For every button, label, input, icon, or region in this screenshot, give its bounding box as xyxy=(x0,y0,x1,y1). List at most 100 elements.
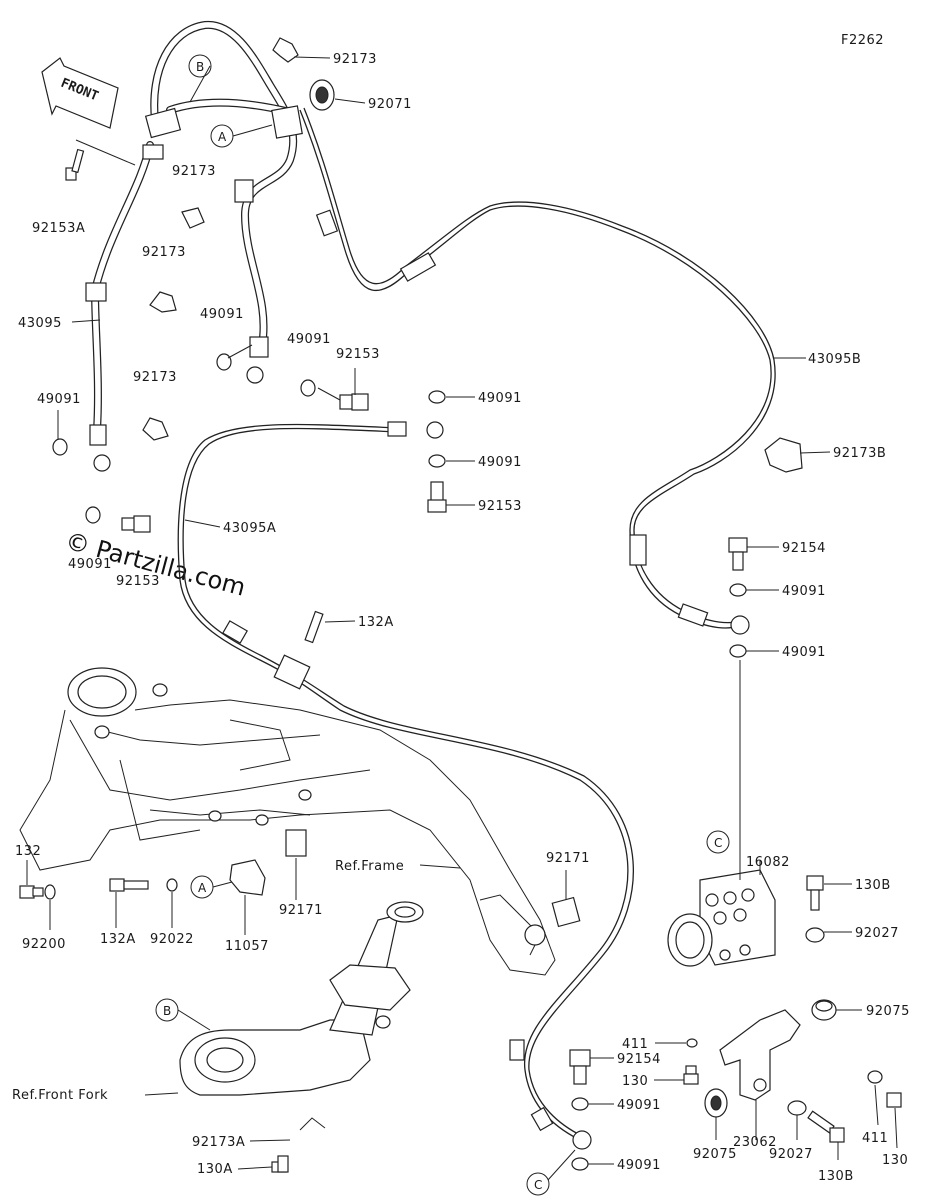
label-92075: 92075 xyxy=(693,1147,737,1162)
label-49091: 49091 xyxy=(287,332,331,347)
label-92173: 92173 xyxy=(172,164,216,179)
washer-49091-icon xyxy=(428,390,446,404)
bolt-92153-icon xyxy=(121,515,151,533)
label-92200: 92200 xyxy=(22,937,66,952)
label-11057: 11057 xyxy=(225,939,269,954)
joint-block-b xyxy=(144,107,182,139)
hose-fitting xyxy=(249,336,269,358)
grommet-92075-icon xyxy=(811,999,837,1021)
callout-a-bottom-label: A xyxy=(198,881,207,895)
washer-92200-icon xyxy=(44,884,56,900)
bolt-92153-icon xyxy=(339,393,369,411)
hose-fitting xyxy=(85,282,107,302)
bolt-130b-icon xyxy=(807,1110,845,1143)
label-49091: 49091 xyxy=(617,1098,661,1113)
callout-c-top-label: C xyxy=(714,836,722,850)
callout-b-top xyxy=(188,54,212,78)
label-92154: 92154 xyxy=(617,1052,661,1067)
banjo-fitting xyxy=(246,366,264,384)
label-49091: 49091 xyxy=(200,307,244,322)
bolt-130a-icon xyxy=(277,1155,289,1173)
label-132a: 132A xyxy=(358,615,394,630)
clamp-92173b-icon xyxy=(764,437,803,473)
label-92154: 92154 xyxy=(782,541,826,556)
damper-92171-icon xyxy=(285,829,307,857)
clamp-92173-icon xyxy=(142,417,169,441)
label-92153: 92153 xyxy=(478,499,522,514)
label-92171: 92171 xyxy=(279,903,323,918)
banjo-fitting xyxy=(93,454,111,472)
clamp-92173-icon xyxy=(149,291,177,313)
washer-49091-icon xyxy=(300,379,316,397)
label-130b: 130B xyxy=(855,878,891,893)
label-49091: 49091 xyxy=(37,392,81,407)
washer-49091-icon xyxy=(571,1157,589,1171)
figure-code: F2262 xyxy=(841,33,884,48)
grommet-92071-icon xyxy=(309,79,335,111)
label-92075: 92075 xyxy=(866,1004,910,1019)
label-ref-frame: Ref.Frame xyxy=(335,859,404,874)
callout-a-top-label: A xyxy=(218,130,227,144)
bolt-132a-icon xyxy=(304,610,324,644)
joint-block-a xyxy=(271,105,303,139)
banjo-fitting xyxy=(730,615,750,635)
label-92173a: 92173A xyxy=(192,1135,245,1150)
joint-block-mid xyxy=(273,654,311,690)
label-92171: 92171 xyxy=(546,851,590,866)
washer-49091-icon xyxy=(729,583,747,597)
label-130: 130 xyxy=(622,1074,648,1089)
label-92071: 92071 xyxy=(368,97,412,112)
washer-49091-icon xyxy=(52,438,68,456)
label-23062: 23062 xyxy=(733,1135,777,1150)
washer-49091-icon xyxy=(428,454,446,468)
label-132: 132 xyxy=(15,844,41,859)
label-92173: 92173 xyxy=(133,370,177,385)
leader-lines xyxy=(26,56,898,1181)
collar-92027-icon xyxy=(787,1100,807,1116)
spacer-411-icon xyxy=(686,1038,698,1048)
label-16082: 16082 xyxy=(746,855,790,870)
label-130: 130 xyxy=(882,1153,908,1168)
label-92022: 92022 xyxy=(150,932,194,947)
clamp-92173-icon xyxy=(272,37,299,63)
label-92173: 92173 xyxy=(333,52,377,67)
callout-b-top-label: B xyxy=(196,60,204,74)
spacer-411-icon xyxy=(867,1070,883,1084)
bolt-92154-icon xyxy=(569,1049,591,1085)
label-92153: 92153 xyxy=(336,347,380,362)
hose-fitting xyxy=(142,144,164,160)
label-ref-front-fork: Ref.Front Fork xyxy=(12,1088,108,1103)
label-92027: 92027 xyxy=(855,926,899,941)
bolt-130b-icon xyxy=(806,875,824,911)
label-92153: 92153 xyxy=(116,574,160,589)
label-411: 411 xyxy=(862,1131,888,1146)
washer-49091-icon xyxy=(216,353,232,371)
bolt-130-icon xyxy=(886,1092,902,1108)
label-49091: 49091 xyxy=(617,1158,661,1173)
abs-bracket-23062 xyxy=(719,1009,801,1101)
label-411: 411 xyxy=(622,1037,648,1052)
clamp-92173-icon xyxy=(181,207,205,229)
frame-reference xyxy=(19,667,556,976)
label-49091: 49091 xyxy=(478,455,522,470)
bolt-130-icon xyxy=(683,1065,699,1085)
bolt-132-icon xyxy=(19,885,44,899)
banjo-fitting xyxy=(572,1130,592,1150)
bolt-92154-icon xyxy=(728,537,748,571)
callout-b-bottom-label: B xyxy=(163,1004,171,1018)
bolt-92153-icon xyxy=(427,481,447,513)
label-49091: 49091 xyxy=(478,391,522,406)
label-132a: 132A xyxy=(100,932,136,947)
hose-fitting xyxy=(89,424,107,446)
front-arrow-icon: FRONT xyxy=(41,57,119,129)
bolt-92153a-icon xyxy=(65,148,85,181)
label-92153a: 92153A xyxy=(32,221,85,236)
label-49091: 49091 xyxy=(782,584,826,599)
callout-c-bottom xyxy=(526,1172,550,1196)
collar-92027-icon xyxy=(805,927,825,943)
label-43095b: 43095B xyxy=(808,352,861,367)
brake-pipe-43095B xyxy=(299,107,776,629)
brake-hose-43095 xyxy=(90,20,298,434)
washer-49091-icon xyxy=(85,506,101,524)
